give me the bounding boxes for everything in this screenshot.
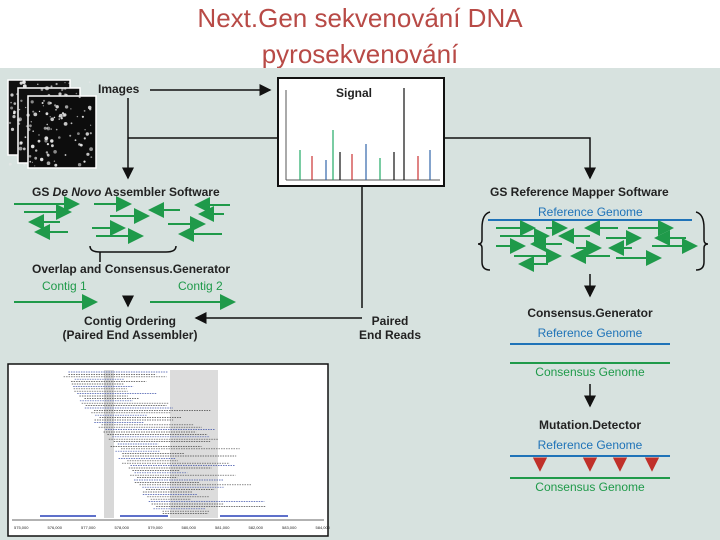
mutation-arrows [532, 457, 660, 472]
paired-reads-line2: End Reads [358, 328, 421, 342]
contig-ordering-line1: Contig Ordering [84, 314, 176, 328]
scaffold-axis-tick: 583,000 [282, 525, 297, 530]
assembler-em: De Novo [52, 185, 102, 199]
slide-title-line2: pyrosekvenování [261, 39, 459, 69]
assembler-title: GS De Novo Assembler Software [32, 185, 220, 199]
bracket-left [477, 211, 491, 271]
image-tiles [7, 79, 97, 169]
scaffold-axis-tick: 582,000 [249, 525, 264, 530]
reference-genome-label-2: Reference Genome [537, 326, 643, 340]
paired-reads-line1: Paired [371, 314, 409, 328]
contig-ordering-line2: (Paired End Assembler) [62, 328, 198, 342]
slide-title-line1: Next.Gen sekvenování DNA [197, 3, 523, 33]
scaffold-axis-tick: 576,000 [48, 525, 63, 530]
consensus-genome-label-2: Consensus Genome [535, 480, 645, 494]
assembler-post: Assembler Software [101, 185, 220, 199]
images-label: Images [98, 82, 140, 96]
mapper-title: GS Reference Mapper Software [490, 185, 669, 199]
bracket-right [695, 211, 709, 271]
scaffold-axis-tick: 579,000 [148, 525, 163, 530]
contig-1-label: Contig 1 [42, 279, 87, 293]
consensus-generator-label: Consensus.Generator [527, 306, 653, 320]
contig-2-label: Contig 2 [178, 279, 223, 293]
assembler-pre: GS [32, 185, 53, 199]
scaffold-axis-tick: 580,000 [182, 525, 197, 530]
signal-chart [277, 77, 445, 187]
scaffold-axis-tick: 575,000 [14, 525, 29, 530]
mapped-reads [496, 220, 698, 272]
reference-genome-label-3: Reference Genome [537, 438, 643, 452]
signal-label: Signal [336, 86, 373, 100]
scaffold-plot: 575,000 576,000 577,000 578,000 579,000 580,0… [7, 363, 331, 537]
reference-genome-label-1: Reference Genome [538, 205, 643, 219]
scaffold-axis-tick: 578,000 [115, 525, 130, 530]
flow-arrows [99, 84, 596, 408]
consensus-genome-label-1: Consensus Genome [535, 365, 645, 379]
scaffold-axis-tick: 581,000 [215, 525, 230, 530]
scaffold-axis-tick: 577,000 [81, 525, 96, 530]
scaffold-axis-tick: 584,000 [316, 525, 331, 530]
denovo-reads [14, 196, 230, 244]
overlap-label: Overlap and Consensus.Generator [32, 262, 231, 276]
mutation-detector-label: Mutation.Detector [539, 418, 641, 432]
